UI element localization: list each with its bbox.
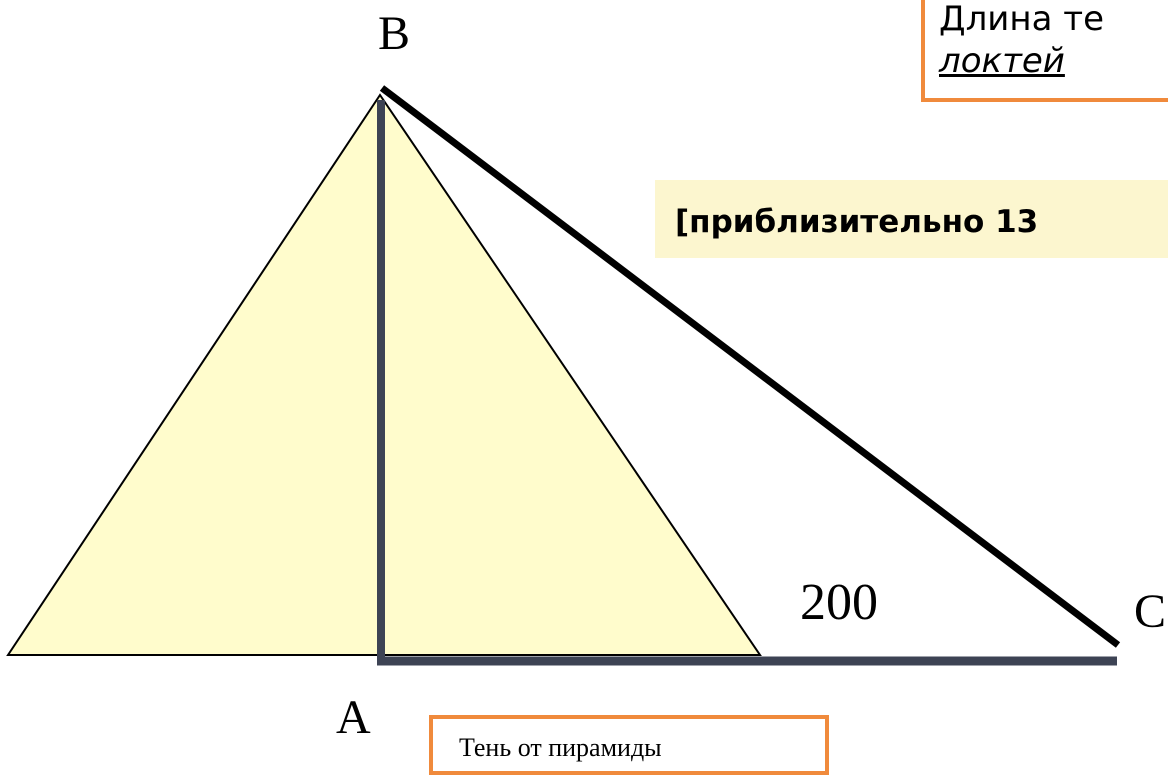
point-label-a: A bbox=[336, 691, 371, 744]
measure-label: 200 bbox=[800, 574, 878, 631]
point-label-c: C bbox=[1134, 585, 1167, 638]
note-box: Длина те локтей bbox=[921, 0, 1168, 102]
hypotenuse-line-bc bbox=[379, 85, 1121, 648]
pyramid-shadow-diagram bbox=[6, 85, 1121, 666]
approx-banner: [приблизительно 13 bbox=[655, 180, 1168, 258]
point-label-b: B bbox=[378, 7, 411, 60]
shadow-caption-box: Тень от пирамиды bbox=[429, 715, 829, 775]
note-line-2: локтей bbox=[939, 41, 1065, 81]
note-line-1: Длина те bbox=[939, 0, 1104, 39]
